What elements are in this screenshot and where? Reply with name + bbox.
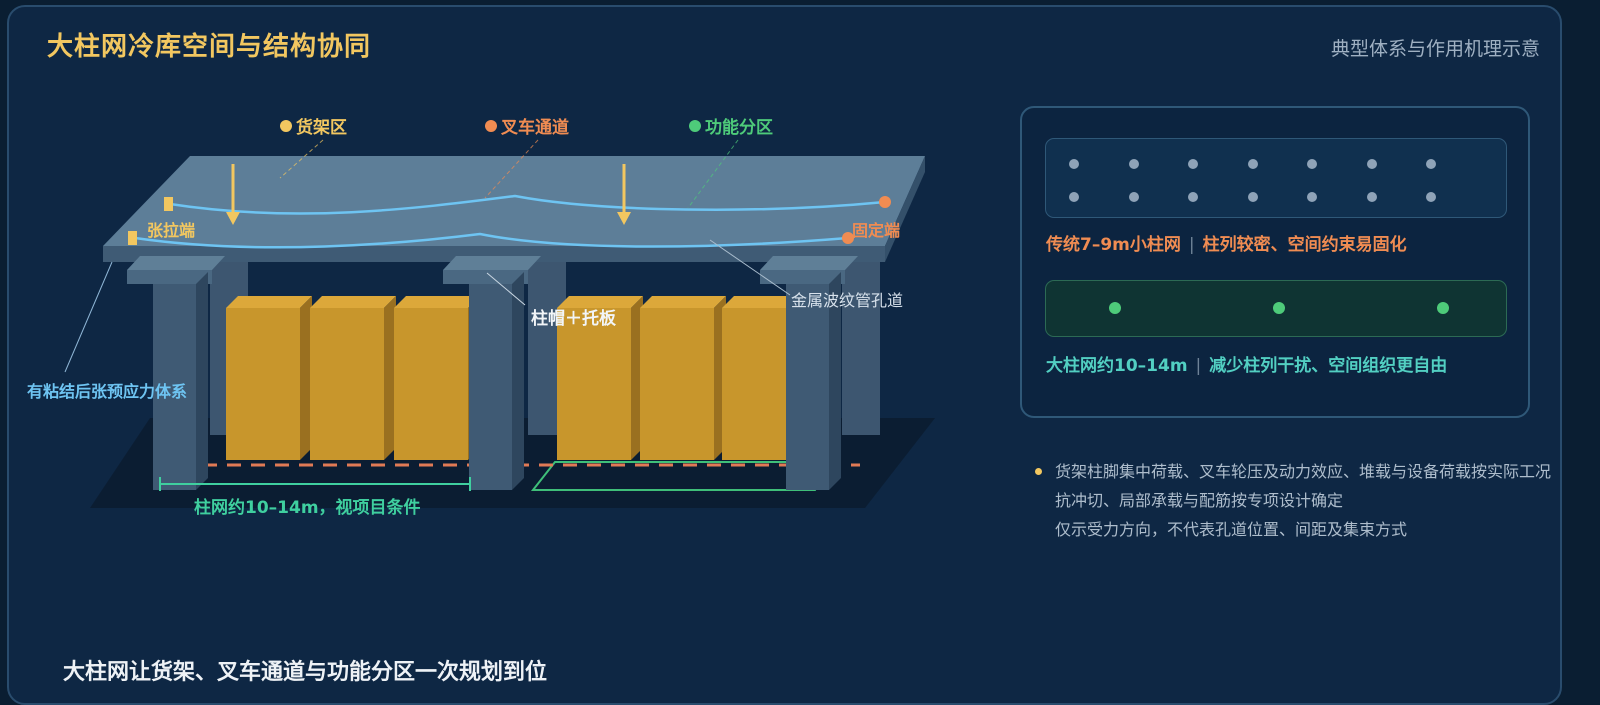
separator: | bbox=[1188, 235, 1195, 255]
column-dot bbox=[1188, 159, 1198, 169]
tension-anchor-upper bbox=[164, 197, 173, 211]
slab-front-edge bbox=[103, 246, 885, 262]
large-grid-box bbox=[1045, 280, 1507, 337]
slab-side-edge bbox=[885, 156, 925, 262]
load-arrow-right bbox=[617, 164, 631, 225]
column-dot bbox=[1069, 159, 1079, 169]
column-dot bbox=[1426, 159, 1436, 169]
notes-list: 货架柱脚集中荷载、叉车轮压及动力效应、堆载与设备荷载按实际工况 抗冲切、局部承载… bbox=[1035, 457, 1551, 544]
note-text: 货架柱脚集中荷载、叉车轮压及动力效应、堆载与设备荷载按实际工况 bbox=[1055, 462, 1552, 481]
front-column-middle bbox=[443, 256, 541, 490]
legend-dot-aisle bbox=[485, 120, 497, 132]
column-dot bbox=[1307, 192, 1317, 202]
span-dimension bbox=[159, 477, 471, 491]
traditional-grid-box bbox=[1045, 138, 1507, 218]
legend-label-zone: 功能分区 bbox=[705, 117, 773, 138]
column-dot bbox=[1248, 159, 1258, 169]
column-dot bbox=[1248, 192, 1258, 202]
column-dot bbox=[1109, 302, 1121, 314]
leader-aisle bbox=[484, 139, 539, 199]
note-item: 货架柱脚集中荷载、叉车轮压及动力效应、堆载与设备荷载按实际工况 bbox=[1035, 457, 1551, 486]
leader-column-cap bbox=[486, 272, 526, 306]
tendon-upper bbox=[169, 194, 886, 215]
separator: | bbox=[1195, 356, 1202, 376]
column-dot bbox=[1367, 159, 1377, 169]
traditional-grid-title: 传统7–9m小柱网 bbox=[1046, 235, 1181, 255]
note-text: 仅示受力方向，不代表孔道位置、间距及集束方式 bbox=[1055, 520, 1408, 539]
note-item: 仅示受力方向，不代表孔道位置、间距及集束方式 bbox=[1035, 515, 1551, 544]
fixed-anchor-lower bbox=[842, 232, 854, 244]
legend-dot-rack bbox=[280, 120, 292, 132]
label-tension-end: 张拉端 bbox=[147, 221, 195, 240]
column-dot bbox=[1069, 192, 1079, 202]
column-dot bbox=[1188, 192, 1198, 202]
label-bonded-pt: 有粘结后张预应力体系 bbox=[27, 382, 187, 401]
large-grid-desc: 减少柱列干扰、空间组织更自由 bbox=[1209, 356, 1448, 376]
column-dot bbox=[1129, 192, 1139, 202]
legend-label-aisle: 叉车通道 bbox=[500, 117, 569, 138]
column-dot bbox=[1367, 192, 1377, 202]
traditional-grid-desc: 柱列较密、空间约束易固化 bbox=[1202, 235, 1407, 255]
column-dot bbox=[1273, 302, 1285, 314]
legend-label-rack: 货架区 bbox=[296, 117, 347, 138]
leader-duct bbox=[709, 239, 791, 296]
traditional-grid-label: 传统7–9m小柱网 | 柱列较密、空间约束易固化 bbox=[1046, 230, 1407, 255]
column-dot bbox=[1437, 302, 1449, 314]
fixed-anchor-upper bbox=[879, 196, 891, 208]
structure-diagram: 货架区 叉车通道 功能分区 张拉端 固定端 有粘结后张预应力体系 柱帽＋托板 金… bbox=[27, 117, 935, 518]
label-span: 柱网约10–14m，视项目条件 bbox=[194, 497, 421, 518]
front-column-right bbox=[760, 256, 858, 490]
leader-bonded-pt bbox=[64, 261, 113, 373]
legend-dot-zone bbox=[689, 120, 701, 132]
leader-zone bbox=[687, 139, 739, 209]
slab-top bbox=[103, 156, 925, 246]
label-duct: 金属波纹管孔道 bbox=[791, 291, 903, 310]
page-title: 大柱网冷库空间与结构协同 bbox=[47, 32, 372, 62]
tendon-lower bbox=[134, 232, 849, 249]
note-text: 抗冲切、局部承载与配筋按专项设计确定 bbox=[1055, 491, 1344, 510]
label-column-cap: 柱帽＋托板 bbox=[531, 308, 617, 329]
large-grid-label: 大柱网约10–14m | 减少柱列干扰、空间组织更自由 bbox=[1046, 351, 1447, 376]
column-dot bbox=[1307, 159, 1317, 169]
load-arrow-left bbox=[226, 164, 240, 225]
leader-rack bbox=[279, 139, 324, 179]
large-grid-title: 大柱网约10–14m bbox=[1046, 356, 1188, 376]
column-dot bbox=[1129, 159, 1139, 169]
footer-caption: 大柱网让货架、叉车通道与功能分区一次规划到位 bbox=[63, 660, 548, 685]
bullet-icon bbox=[1035, 468, 1042, 475]
label-fixed-end: 固定端 bbox=[852, 221, 900, 240]
column-dot bbox=[1426, 192, 1436, 202]
rack-group-left bbox=[226, 296, 480, 460]
note-item: 抗冲切、局部承载与配筋按专项设计确定 bbox=[1035, 486, 1551, 515]
page-subtitle: 典型体系与作用机理示意 bbox=[1330, 38, 1540, 60]
tension-anchor-lower bbox=[128, 231, 137, 245]
rack-group-right bbox=[557, 296, 802, 460]
front-column-left bbox=[127, 256, 225, 490]
